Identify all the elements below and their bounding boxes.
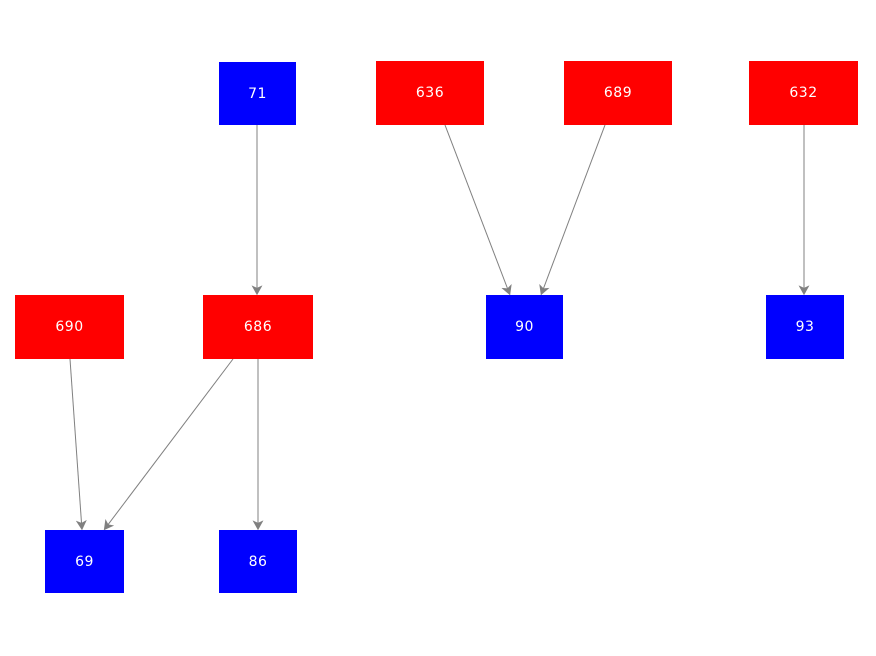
graph-node-label: 636 [415, 85, 445, 101]
graph-edge [444, 124, 512, 296]
graph-edge [69, 358, 87, 531]
graph-node[interactable]: 93 [766, 295, 844, 359]
graph-node-label: 690 [55, 319, 84, 335]
graph-edge [539, 124, 606, 296]
graph-node[interactable]: 71 [219, 62, 296, 125]
graph-node-label: 90 [515, 319, 534, 335]
graph-node[interactable]: 636 [376, 61, 484, 125]
graph-node-label: 69 [75, 553, 94, 570]
graph-node[interactable]: 86 [219, 530, 297, 593]
graph-node-label: 686 [243, 319, 273, 335]
graph-node-label: 93 [795, 319, 815, 335]
graph-node[interactable]: 90 [486, 295, 563, 359]
graph-node[interactable]: 69 [45, 530, 124, 593]
graph-node-label: 71 [248, 85, 267, 102]
graph-node-label: 689 [603, 85, 633, 101]
graph-node-label: 632 [789, 85, 818, 101]
graph-node[interactable]: 632 [749, 61, 858, 125]
graph-node-label: 86 [248, 553, 268, 570]
graph-node[interactable]: 689 [564, 61, 672, 125]
graph-edge [103, 358, 234, 531]
graph-node[interactable]: 690 [15, 295, 124, 359]
edge-group [69, 124, 810, 531]
graph-node[interactable]: 686 [203, 295, 313, 359]
